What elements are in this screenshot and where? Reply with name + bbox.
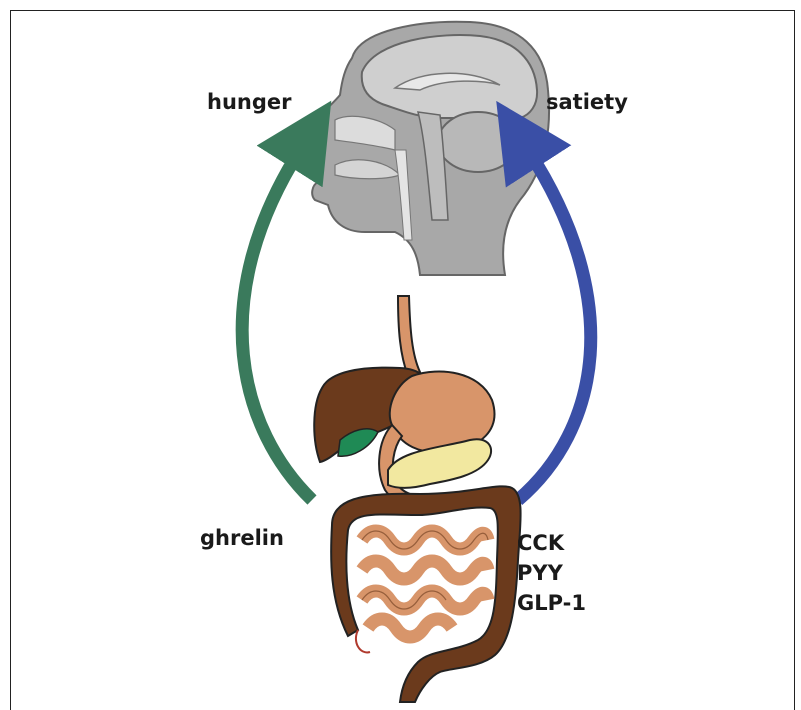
gut-hormones-label: CCK PYY GLP-1 bbox=[517, 528, 586, 618]
pyy-label: PYY bbox=[517, 558, 586, 588]
satiety-label: satiety bbox=[546, 92, 628, 113]
pancreas bbox=[388, 439, 491, 488]
glp1-label: GLP-1 bbox=[517, 588, 586, 618]
ghrelin-label: ghrelin bbox=[200, 528, 284, 549]
head-brain-illustration bbox=[311, 22, 549, 275]
appendix bbox=[356, 630, 370, 652]
small-intestine bbox=[362, 531, 488, 637]
digestive-system-illustration bbox=[314, 296, 520, 702]
cerebellum bbox=[438, 112, 518, 172]
hunger-arrow bbox=[242, 150, 312, 500]
esophagus bbox=[398, 296, 420, 376]
hunger-label: hunger bbox=[207, 92, 291, 113]
cck-label: CCK bbox=[517, 528, 586, 558]
satiety-arrow bbox=[518, 150, 591, 500]
